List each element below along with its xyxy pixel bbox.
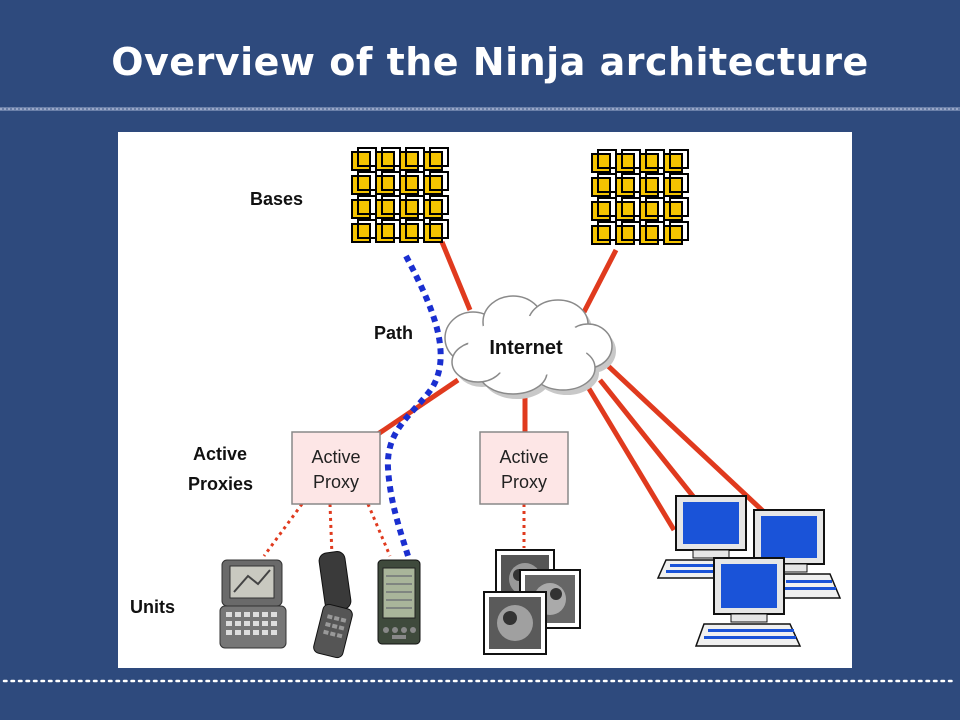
workstation-cluster-icon bbox=[656, 495, 842, 647]
workstation-3-icon bbox=[694, 557, 802, 647]
top-divider bbox=[0, 107, 960, 111]
active-proxy-left: Active Proxy bbox=[291, 431, 381, 505]
label-bases: Bases bbox=[250, 189, 304, 209]
unit-link-phone bbox=[328, 503, 334, 557]
label-path: Path bbox=[374, 323, 414, 343]
active-proxy-right: Active Proxy bbox=[479, 431, 569, 505]
link-workstation-3 bbox=[604, 362, 766, 514]
palm-pda-icon bbox=[377, 559, 421, 645]
proxy-left-line2: Proxy bbox=[313, 472, 359, 492]
label-active-proxies-line1: Active bbox=[193, 444, 248, 464]
cell-phone-icon bbox=[313, 551, 353, 659]
proxy-left-line1: Active bbox=[311, 447, 360, 467]
link-proxy-left bbox=[376, 377, 460, 437]
internet-cloud bbox=[444, 295, 616, 399]
bottom-divider bbox=[2, 679, 958, 683]
link-base-left bbox=[439, 241, 473, 311]
unit-links bbox=[262, 503, 526, 557]
internet-label: Internet bbox=[489, 337, 563, 359]
image-stack-icon bbox=[483, 549, 581, 655]
base-cluster-left bbox=[351, 147, 449, 243]
label-units: Units bbox=[130, 597, 175, 617]
network-links bbox=[376, 241, 766, 542]
architecture-diagram: Internet Active Proxy Active Proxy bbox=[118, 132, 852, 668]
base-cluster-right bbox=[591, 149, 689, 245]
label-active-proxies-line2: Proxies bbox=[188, 474, 254, 494]
proxy-right-line1: Active bbox=[499, 447, 548, 467]
unit-link-organizer bbox=[262, 503, 304, 557]
link-base-right bbox=[581, 248, 619, 314]
proxy-right-line2: Proxy bbox=[501, 472, 547, 492]
slide-title: Overview of the Ninja architecture bbox=[111, 40, 869, 84]
path-route bbox=[384, 254, 444, 557]
link-workstation-1 bbox=[585, 385, 677, 532]
organizer-icon bbox=[219, 559, 287, 649]
unit-link-pda bbox=[366, 503, 392, 557]
